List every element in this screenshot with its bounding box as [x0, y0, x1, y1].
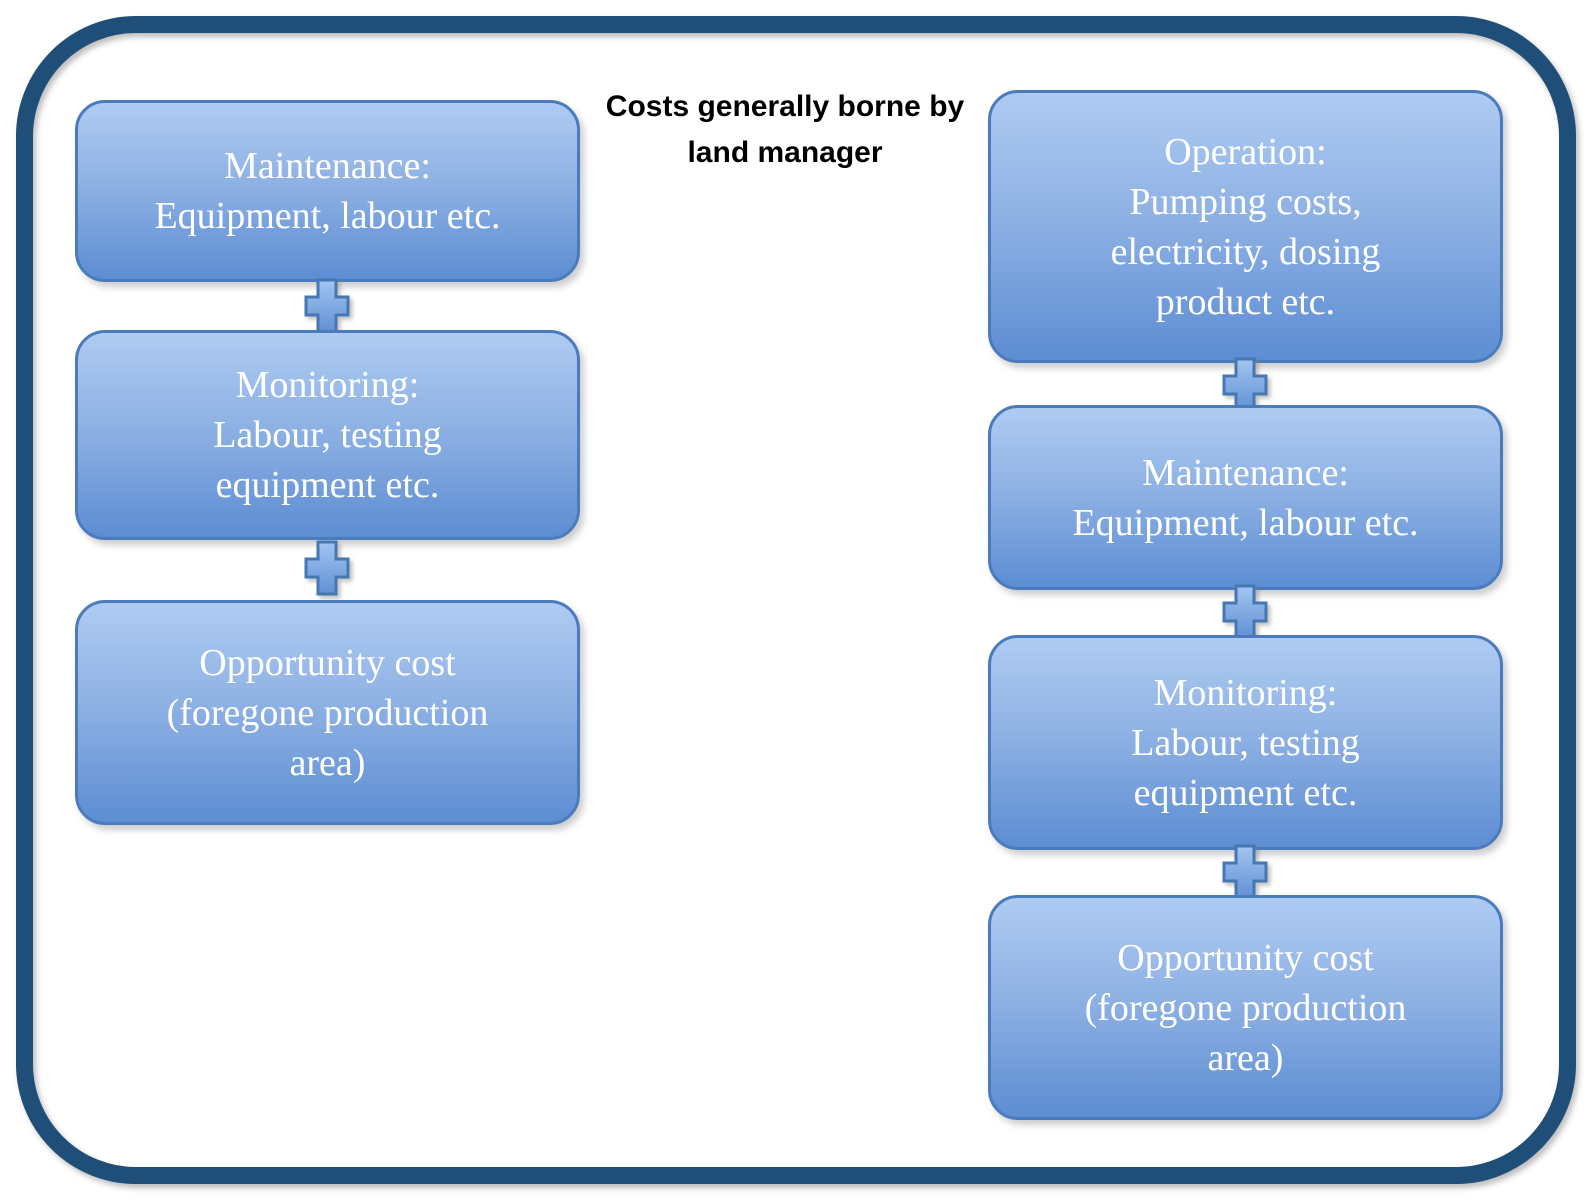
plus-icon: [304, 278, 350, 334]
box-label: Maintenance: Equipment, labour etc.: [1072, 451, 1419, 544]
box-label: Maintenance: Equipment, labour etc.: [154, 145, 501, 237]
box-left-maintenance: Maintenance: Equipment, labour etc.: [75, 100, 580, 282]
box-label: Opportunity cost (foregone production ar…: [1084, 936, 1407, 1079]
plus-icon: [1222, 584, 1268, 640]
plus-icon: [1222, 844, 1268, 900]
diagram-title: Costs generally borne by land manager: [605, 90, 965, 169]
box-left-opportunity-cost: Opportunity cost (foregone production ar…: [75, 600, 580, 825]
outer-rounded-border: [16, 16, 1576, 1184]
box-left-monitoring: Monitoring: Labour, testing equipment et…: [75, 330, 580, 540]
plus-icon: [304, 540, 350, 596]
box-label: Monitoring: Labour, testing equipment et…: [1131, 671, 1360, 814]
box-label: Opportunity cost (foregone production ar…: [166, 641, 489, 784]
box-right-operation: Operation: Pumping costs, electricity, d…: [988, 90, 1503, 363]
box-label: Monitoring: Labour, testing equipment et…: [213, 364, 442, 506]
box-right-monitoring: Monitoring: Labour, testing equipment et…: [988, 635, 1503, 850]
box-label: Operation: Pumping costs, electricity, d…: [1110, 130, 1381, 323]
box-right-maintenance: Maintenance: Equipment, labour etc.: [988, 405, 1503, 590]
box-right-opportunity-cost: Opportunity cost (foregone production ar…: [988, 895, 1503, 1120]
